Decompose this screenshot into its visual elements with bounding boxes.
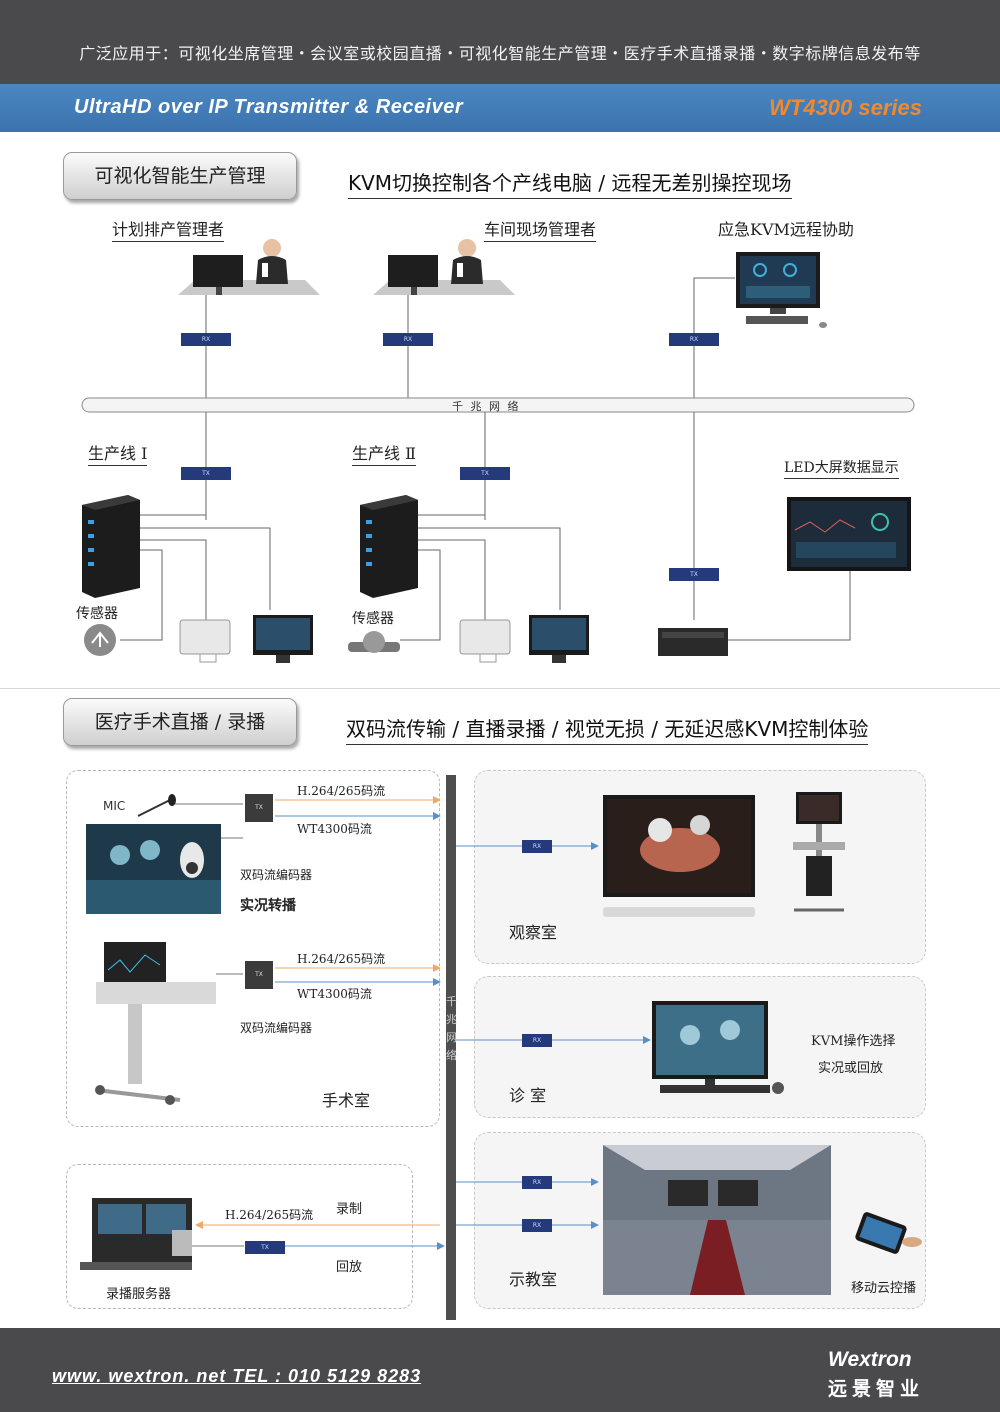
planner-desk-icon bbox=[178, 239, 320, 295]
applications-text: 广泛应用于：可视化坐席管理・会议室或校园直播・可视化智能生产管理・医疗手术直播录… bbox=[79, 44, 921, 63]
observation-screen-icon bbox=[603, 795, 755, 917]
section1-diagram bbox=[81, 239, 915, 663]
network-backbone bbox=[446, 775, 456, 1320]
wt-label-b: WT4300码流 bbox=[297, 987, 372, 1001]
display-stand-icon bbox=[793, 792, 845, 912]
clinic-monitor-icon bbox=[652, 1001, 784, 1094]
workshop-desk-icon bbox=[373, 239, 515, 295]
led-label: LED大屏数据显示 bbox=[784, 457, 899, 479]
mobile-label: 移动云控播 bbox=[851, 1281, 917, 1296]
record-label: 录制 bbox=[336, 1202, 363, 1217]
rx-observe: RX bbox=[522, 840, 552, 853]
surgery-photo bbox=[86, 824, 221, 914]
rx-teach-2: RX bbox=[522, 1219, 552, 1232]
section1-headline: KVM切换控制各个产线电脑 / 远程无差别操控现场 bbox=[348, 167, 792, 199]
sensor2-label: 传感器 bbox=[352, 611, 394, 627]
rx-teach-1: RX bbox=[522, 1176, 552, 1189]
rec-server-label: 录播服务器 bbox=[106, 1287, 172, 1302]
emergency-monitor-icon bbox=[736, 252, 827, 328]
tx-encoder-cart: TX bbox=[245, 961, 273, 989]
live-label: 实况转播 bbox=[240, 898, 296, 914]
top-banner: 广泛应用于：可视化坐席管理・会议室或校园直播・可视化智能生产管理・医疗手术直播录… bbox=[0, 0, 1000, 84]
observe-room-label: 观察室 bbox=[509, 923, 558, 942]
live-or-replay-label: 实况或回放 bbox=[818, 1061, 884, 1076]
server-rack-2-icon bbox=[360, 495, 418, 598]
kvm-select-label: KVM操作选择 bbox=[811, 1034, 896, 1049]
monitor-2-icon bbox=[529, 615, 589, 663]
recording-server-icon bbox=[80, 1198, 192, 1270]
network-label: 千 兆 网 络 bbox=[452, 400, 521, 413]
brand-logo-cn: 远景智业 bbox=[828, 1378, 925, 1400]
h264-label-c: H.264/265码流 bbox=[225, 1208, 314, 1222]
line2-label: 生产线 Ⅱ bbox=[352, 440, 416, 466]
tx-box-line1: TX bbox=[181, 467, 231, 480]
rx-box-planner: RX bbox=[181, 333, 231, 346]
tx-box-line2: TX bbox=[460, 467, 510, 480]
lecture-hall-photo bbox=[603, 1145, 831, 1295]
footer: www. wextron. net TEL : 010 5129 8283 We… bbox=[0, 1328, 1000, 1412]
section2-headline: 双码流传输 / 直播录播 / 视觉无损 / 无延迟感KVM控制体验 bbox=[346, 713, 869, 745]
replay-label: 回放 bbox=[336, 1260, 363, 1275]
controller-box-icon bbox=[658, 628, 728, 656]
workshop-label: 车间现场管理者 bbox=[484, 216, 597, 242]
line1-label: 生产线 Ⅰ bbox=[88, 440, 148, 466]
tx-recording: TX bbox=[245, 1241, 285, 1254]
surgery-room-label: 手术室 bbox=[322, 1091, 371, 1110]
mic-icon bbox=[137, 799, 171, 817]
mic-label: MIC bbox=[103, 799, 126, 813]
h264-label-b: H.264/265码流 bbox=[297, 952, 386, 966]
planner-label: 计划排产管理者 bbox=[112, 216, 225, 242]
sensor-2-icon bbox=[348, 631, 400, 653]
recording-area bbox=[66, 1164, 413, 1309]
sensor-1-icon bbox=[84, 624, 116, 656]
clinic-room-label: 诊 室 bbox=[509, 1086, 547, 1105]
encoder-label-b: 双码流编码器 bbox=[240, 1021, 313, 1035]
led-screen-icon bbox=[787, 497, 911, 571]
printer-1-icon bbox=[179, 619, 231, 663]
section2-title: 医疗手术直播 / 录播 bbox=[63, 698, 297, 746]
server-rack-1-icon bbox=[82, 495, 140, 598]
teach-room-label: 示教室 bbox=[509, 1270, 558, 1289]
product-line-title: UltraHD over IP Transmitter & Receiver bbox=[74, 96, 464, 118]
rx-box-workshop: RX bbox=[383, 333, 433, 346]
encoder-label-a: 双码流编码器 bbox=[240, 868, 313, 882]
tablet-icon bbox=[855, 1212, 922, 1254]
rx-clinic: RX bbox=[522, 1034, 552, 1047]
series-title: WT4300 series bbox=[769, 95, 922, 120]
surgery-room-area bbox=[66, 770, 440, 1127]
medical-cart-icon bbox=[95, 942, 216, 1105]
section2-diagram bbox=[80, 792, 922, 1295]
h264-label-a: H.264/265码流 bbox=[297, 784, 386, 798]
wt-label-a: WT4300码流 bbox=[297, 822, 372, 836]
printer-2-icon bbox=[459, 619, 511, 663]
brand-logo-en: Wextron bbox=[828, 1348, 912, 1371]
product-banner: UltraHD over IP Transmitter & Receiver W… bbox=[0, 84, 1000, 132]
monitor-1-icon bbox=[253, 615, 313, 663]
sensor1-label: 传感器 bbox=[76, 606, 118, 622]
section-divider bbox=[0, 688, 1000, 689]
emergency-label: 应急KVM远程协助 bbox=[718, 220, 854, 239]
tx-box-led: TX bbox=[669, 568, 719, 581]
network-vertical-label: 千兆网络 bbox=[446, 995, 457, 1062]
section1-title: 可视化智能生产管理 bbox=[63, 152, 297, 200]
rx-box-emergency: RX bbox=[669, 333, 719, 346]
website-link[interactable]: www. wextron. net TEL : 010 5129 8283 bbox=[52, 1366, 422, 1386]
tx-encoder-surgery: TX bbox=[245, 794, 273, 822]
